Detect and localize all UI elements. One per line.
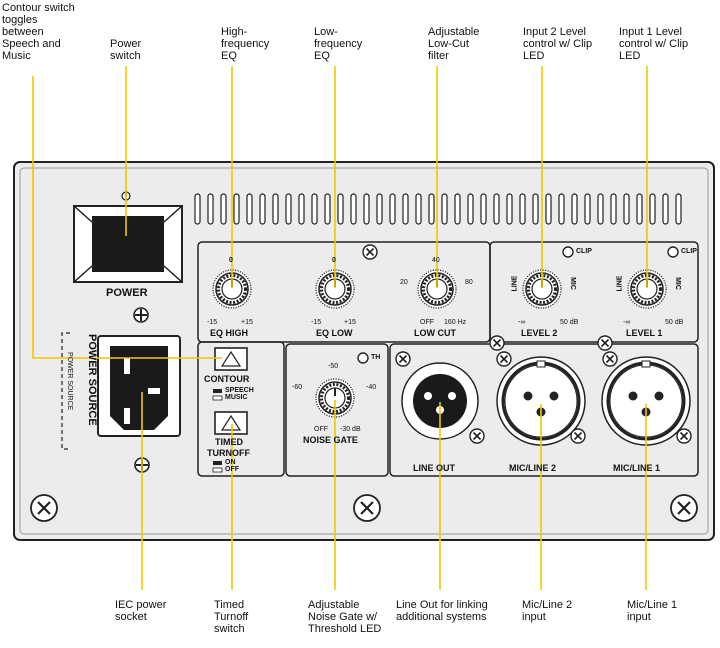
clip-led-2 [562, 246, 574, 258]
low-cut-label: LOW CUT [414, 328, 456, 338]
noise-gate-label: NOISE GATE [303, 435, 358, 445]
callout-iec: IEC power socket [115, 599, 167, 623]
power-source-label: POWER SOURCE [86, 334, 98, 426]
line-out-label: LINE OUT [413, 463, 455, 473]
callout-lineout: Line Out for linking additional systems [396, 599, 488, 623]
level-section [489, 241, 699, 343]
clip-led-1 [667, 246, 679, 258]
eq-low-label: EQ LOW [316, 328, 353, 338]
callout-timed: Timed Turnoff switch [214, 599, 249, 635]
callout-low-cut: Adjustable Low-Cut filter [428, 26, 480, 62]
callout-micline1: Mic/Line 1 input [627, 599, 678, 623]
power-source-small-label: POWER SOURCE [66, 352, 73, 411]
power-switch[interactable] [73, 190, 183, 283]
mic-line-2-label: MIC/LINE 2 [509, 463, 557, 473]
callout-input1: Input 1 Level control w/ Clip LED [619, 26, 689, 62]
line-out-connector[interactable] [401, 362, 479, 440]
mic-line-1-label: MIC/LINE 1 [613, 463, 661, 473]
threshold-led [357, 352, 369, 364]
panel-screw [29, 493, 59, 523]
power-label: POWER [106, 287, 148, 299]
connector-section [389, 343, 699, 477]
timed-label-2: TURNOFF [207, 448, 250, 458]
ground-symbol-1 [133, 307, 149, 323]
panel-screw [669, 493, 699, 523]
callout-noise: Adjustable Noise Gate w/ Threshold LED [308, 599, 382, 635]
vent-slots [194, 193, 682, 225]
iec-power-socket[interactable] [97, 335, 181, 437]
switch-section [197, 341, 285, 477]
callout-input2: Input 2 Level control w/ Clip LED [523, 26, 593, 62]
level-1-label: LEVEL 1 [626, 328, 663, 338]
level-2-label: LEVEL 2 [521, 328, 558, 338]
noise-gate-section [285, 343, 389, 477]
contour-label: CONTOUR [204, 374, 250, 384]
callout-eq-high: High-frequency EQ [221, 26, 270, 62]
callout-eq-low: Low-frequency EQ [314, 26, 363, 62]
panel-screw [352, 493, 382, 523]
callout-contour: Contour switch toggles between Speech an… [2, 2, 75, 62]
callout-micline2: Mic/Line 2 input [522, 599, 573, 623]
eq-high-label: EQ HIGH [210, 328, 249, 338]
leader-lines [32, 66, 648, 590]
timed-label-1: TIMED [215, 437, 243, 447]
callout-power: Power switch [110, 38, 142, 62]
